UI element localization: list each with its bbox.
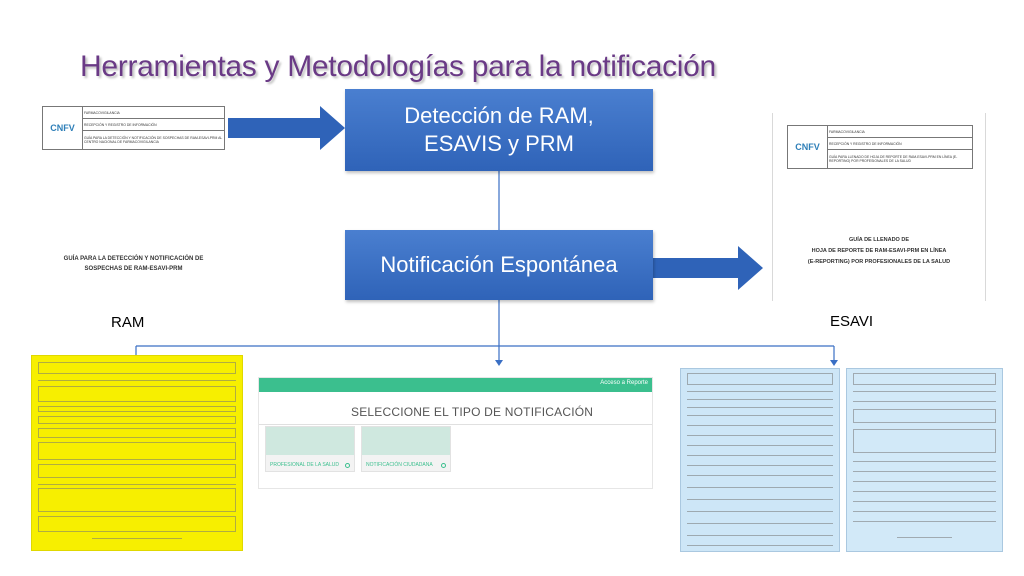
arrow-circle-icon — [345, 463, 350, 468]
web-card-label: PROFESIONAL DE LA SALUD — [270, 462, 340, 468]
doc-left-header-line: RECEPCIÓN Y REGISTRO DE INFORMACIÓN — [82, 118, 225, 132]
form-row — [38, 442, 236, 460]
cnfv-logo: CNFV — [50, 123, 75, 133]
form-line — [853, 401, 996, 402]
doc-left-caption-line: SOSPECHAS DE RAM-ESAVI-PRM — [84, 266, 183, 272]
label-esavi: ESAVI — [830, 313, 874, 330]
form-row — [38, 362, 236, 374]
doc-guia-llenado: CNFV FARMACOVIGILANCIA RECEPCIÓN Y REGIS… — [772, 113, 986, 301]
form-line — [853, 391, 996, 392]
form-line — [687, 425, 833, 426]
form-line — [897, 537, 952, 538]
citizens-image — [362, 427, 450, 455]
label-ram: RAM — [111, 314, 145, 331]
doc-right-header-line: RECEPCIÓN Y REGISTRO DE INFORMACIÓN — [827, 137, 973, 151]
professionals-image — [266, 427, 354, 455]
arrow-circle-icon — [441, 463, 446, 468]
doc-right-caption-line: GUÍA DE LLENADO DE — [849, 237, 909, 243]
doc-left-header-line: GUÍA PARA LA DETECCIÓN Y NOTIFICACIÓN DE… — [82, 130, 225, 150]
form-line — [38, 380, 236, 381]
form-row — [38, 428, 236, 438]
doc-left-header: CNFV FARMACOVIGILANCIA RECEPCIÓN Y REGIS… — [42, 105, 225, 150]
form-row — [853, 373, 996, 385]
form-esavi-page2 — [846, 368, 1003, 552]
arrowhead-web — [495, 360, 503, 366]
form-row — [38, 488, 236, 512]
form-row — [38, 516, 236, 532]
doc-left-caption-line: GUÍA PARA LA DETECCIÓN Y NOTIFICACIÓN DE — [63, 256, 204, 262]
doc-right-header-line: FARMACOVIGILANCIA — [827, 124, 973, 139]
web-divider — [259, 424, 652, 425]
web-card-ciudadana[interactable]: NOTIFICACIÓN CIUDADANA — [361, 426, 451, 472]
doc-right-caption-line: HOJA DE REPORTE DE RAM-ESAVI-PRM EN LÍNE… — [811, 248, 947, 254]
doc-right-caption: GUÍA DE LLENADO DE HOJA DE REPORTE DE RA… — [773, 235, 985, 268]
form-line — [687, 487, 833, 488]
form-line — [853, 491, 996, 492]
form-line — [687, 511, 833, 512]
form-row — [38, 406, 236, 412]
web-notification-portal: Acceso a Reporte SELECCIONE EL TIPO DE N… — [258, 377, 653, 489]
form-line — [853, 521, 996, 522]
form-row — [853, 429, 996, 453]
form-line — [687, 465, 833, 466]
form-row — [687, 373, 833, 385]
form-line — [853, 471, 996, 472]
slide-title: Herramientas y Metodologías para la noti… — [80, 50, 716, 83]
form-line — [853, 511, 996, 512]
form-line — [687, 407, 833, 408]
form-line — [687, 523, 833, 524]
form-line — [687, 545, 833, 546]
form-esavi-page1 — [680, 368, 840, 552]
form-ram-yellow — [31, 355, 243, 551]
doc-right-caption-line: (E-REPORTING) POR PROFESIONALES DE LA SA… — [807, 259, 951, 265]
doc-left-logo-cell: CNFV — [42, 106, 83, 150]
form-line — [687, 535, 833, 536]
form-line — [687, 391, 833, 392]
web-card-label: NOTIFICACIÓN CIUDADANA — [366, 462, 433, 468]
form-line — [853, 501, 996, 502]
form-row — [38, 464, 236, 478]
form-line — [687, 455, 833, 456]
doc-right-header-line: GUÍA PARA LLENADO DE HOJA DE REPORTE DE … — [827, 149, 973, 169]
doc-left-caption: GUÍA PARA LA DETECCIÓN Y NOTIFICACIÓN DE… — [42, 254, 225, 274]
form-line — [687, 399, 833, 400]
form-line — [38, 484, 236, 485]
arrowhead-esavi — [830, 360, 838, 366]
doc-right-header: CNFV FARMACOVIGILANCIA RECEPCIÓN Y REGIS… — [787, 124, 973, 169]
form-line — [92, 538, 182, 539]
box-deteccion: Detección de RAM, ESAVIS y PRM — [345, 89, 653, 171]
box-notificacion: Notificación Espontánea — [345, 230, 653, 300]
form-line — [687, 445, 833, 446]
form-line — [687, 435, 833, 436]
web-heading: SELECCIONE EL TIPO DE NOTIFICACIÓN — [351, 405, 594, 419]
form-line — [853, 481, 996, 482]
doc-left-header-line: FARMACOVIGILANCIA — [82, 105, 225, 120]
form-row — [38, 386, 236, 402]
web-access-link[interactable]: Acceso a Reporte — [600, 380, 648, 386]
arrow-notificacion-to-doc — [653, 246, 763, 290]
doc-right-logo-cell: CNFV — [787, 125, 828, 169]
doc-guia-deteccion: CNFV FARMACOVIGILANCIA RECEPCIÓN Y REGIS… — [42, 104, 227, 282]
box-deteccion-line1: Detección de RAM, — [404, 103, 594, 128]
form-row — [853, 409, 996, 423]
arrow-doc-to-deteccion — [228, 106, 345, 150]
form-row — [38, 416, 236, 424]
form-line — [687, 415, 833, 416]
cnfv-logo: CNFV — [795, 142, 820, 152]
box-deteccion-line2: ESAVIS y PRM — [424, 131, 574, 156]
web-card-profesional[interactable]: PROFESIONAL DE LA SALUD — [265, 426, 355, 472]
web-top-bar: Acceso a Reporte — [259, 378, 652, 392]
form-line — [853, 461, 996, 462]
form-line — [687, 499, 833, 500]
form-line — [687, 475, 833, 476]
